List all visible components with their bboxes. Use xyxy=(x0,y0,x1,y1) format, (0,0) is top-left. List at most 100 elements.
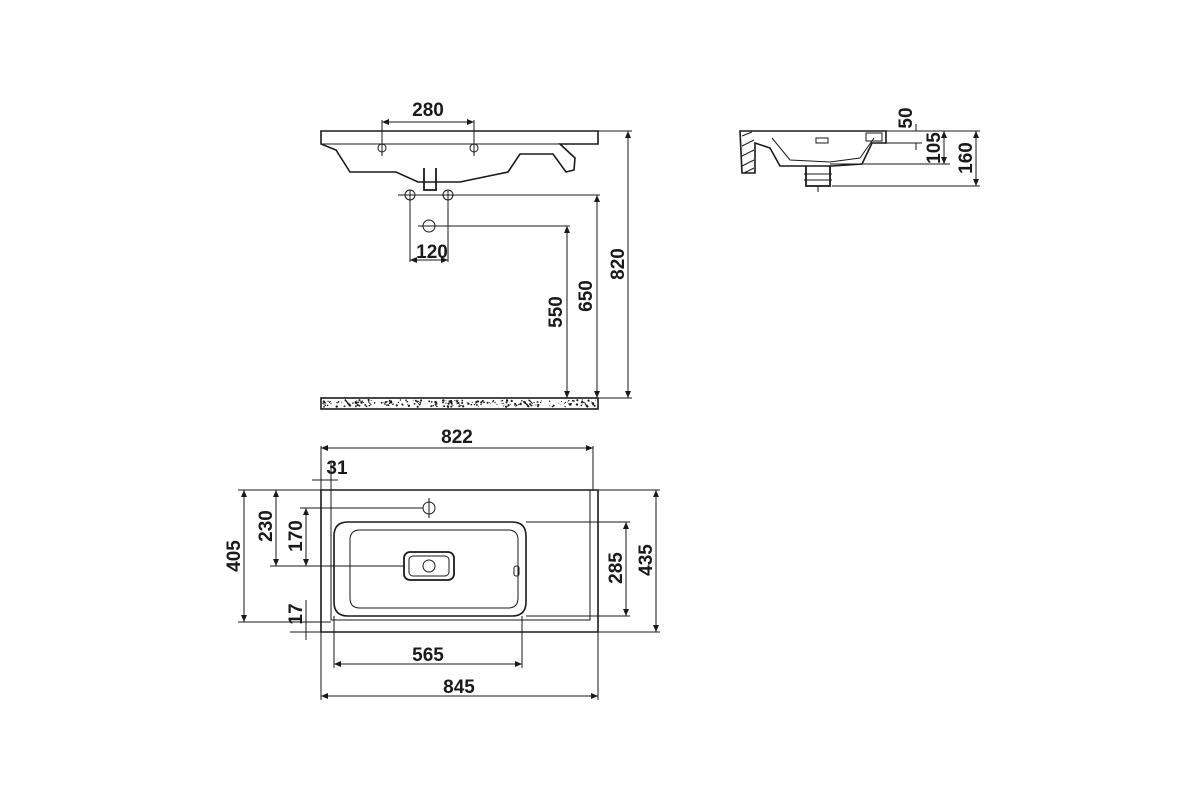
floor-speck xyxy=(492,401,494,403)
floor-speck xyxy=(502,405,504,407)
floor-speck xyxy=(527,405,530,408)
floor-speck xyxy=(417,403,420,405)
floor-speck xyxy=(533,401,535,404)
floor-speck xyxy=(324,402,326,404)
floor-speck xyxy=(595,399,597,401)
floor-speck xyxy=(461,399,464,402)
floor-speck xyxy=(369,402,371,405)
floor-speck xyxy=(387,404,390,407)
floor-speck xyxy=(350,405,352,407)
floor-texture xyxy=(322,398,597,408)
floor-speck xyxy=(352,402,354,405)
floor-speck xyxy=(591,402,595,405)
floor-speck xyxy=(448,405,450,407)
dim-845: 845 xyxy=(320,632,599,700)
floor-speck xyxy=(365,405,368,408)
dim-50-label: 50 xyxy=(896,107,917,128)
dim-31: 31 xyxy=(312,458,348,490)
floor-speck xyxy=(569,403,572,406)
floor-speck xyxy=(510,399,513,402)
floor-speck xyxy=(356,404,359,407)
floor-speck xyxy=(510,403,511,405)
floor-speck xyxy=(364,403,367,406)
dim-550-label: 550 xyxy=(546,296,567,328)
floor-speck xyxy=(323,403,325,405)
floor-speck xyxy=(492,399,495,402)
floor-speck xyxy=(478,405,480,407)
plan-overflow xyxy=(513,565,520,577)
floor-speck xyxy=(462,405,465,408)
floor-speck xyxy=(529,400,532,403)
floor-speck xyxy=(413,403,416,405)
floor-speck xyxy=(323,405,325,408)
floor-speck xyxy=(583,401,585,404)
floor-speck xyxy=(561,400,563,403)
tap-hole-right xyxy=(469,120,479,156)
floor-speck xyxy=(322,402,324,405)
floor-speck xyxy=(520,401,522,403)
floor-speck xyxy=(390,400,392,402)
floor-speck xyxy=(567,401,569,403)
side-view: 280 120 550 650 xyxy=(320,100,632,410)
dim-230-label: 230 xyxy=(256,510,277,542)
floor-speck xyxy=(445,400,447,402)
floor-speck xyxy=(584,402,586,404)
dim-405: 405 xyxy=(224,489,331,623)
dim-105-label: 105 xyxy=(924,132,945,164)
floor-speck xyxy=(407,403,409,405)
floor-speck xyxy=(575,403,579,406)
floor-speck xyxy=(573,400,575,402)
floor-speck xyxy=(416,405,419,408)
floor-speck xyxy=(358,399,361,402)
floor-speck xyxy=(395,404,398,407)
floor-speck xyxy=(329,400,331,403)
floor-speck xyxy=(324,404,327,407)
floor-speck xyxy=(549,405,551,407)
floor-speck xyxy=(564,405,566,408)
floor-speck xyxy=(341,402,343,404)
floor-speck xyxy=(450,400,453,404)
basin-top-profile xyxy=(320,130,599,183)
floor xyxy=(320,397,599,410)
floor-speck xyxy=(531,402,533,405)
dim-280-label: 280 xyxy=(412,100,444,121)
floor-speck xyxy=(539,401,542,404)
floor-speck xyxy=(486,401,489,404)
floor-speck xyxy=(580,404,583,407)
floor-speck xyxy=(559,404,561,406)
dim-820: 820 xyxy=(598,130,632,399)
floor-speck xyxy=(507,403,510,407)
plan-view: 822 31 230 170 xyxy=(224,427,660,700)
floor-speck xyxy=(455,401,457,403)
floor-speck xyxy=(529,403,532,406)
floor-speck xyxy=(368,404,371,407)
floor-speck xyxy=(480,403,482,406)
dim-405-label: 405 xyxy=(224,540,245,572)
floor-speck xyxy=(436,405,438,408)
waste-outlet xyxy=(423,168,437,191)
floor-speck xyxy=(457,402,460,404)
section-view: 50 105 160 xyxy=(739,107,980,192)
floor-speck xyxy=(447,402,450,405)
floor-speck xyxy=(537,406,539,408)
floor-speck xyxy=(502,402,504,404)
floor-speck xyxy=(514,402,517,405)
floor-speck xyxy=(428,400,431,403)
floor-speck xyxy=(515,404,518,407)
floor-speck xyxy=(401,403,403,406)
dim-435: 435 xyxy=(598,489,660,633)
floor-speck xyxy=(359,400,361,402)
dim-160: 160 xyxy=(832,130,980,187)
dim-170: 170 xyxy=(286,507,423,566)
floor-speck xyxy=(353,401,355,403)
floor-speck xyxy=(500,400,502,402)
floor-speck xyxy=(501,403,503,405)
floor-speck xyxy=(564,401,567,403)
floor-speck xyxy=(551,405,554,408)
dim-550: 550 xyxy=(546,226,570,398)
floor-speck xyxy=(467,402,470,405)
bowl-outline xyxy=(333,521,527,617)
floor-speck xyxy=(392,403,394,405)
floor-speck xyxy=(525,402,527,405)
